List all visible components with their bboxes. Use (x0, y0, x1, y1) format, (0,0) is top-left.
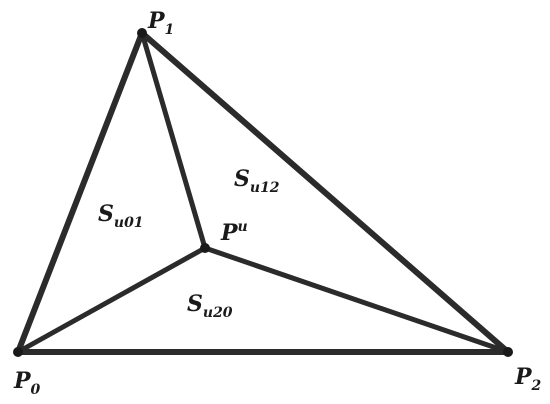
vertex-p1 (137, 28, 147, 38)
label-p2: P2 (514, 364, 542, 394)
label-s-u12: Su12 (234, 166, 280, 196)
label-p0: P0 (13, 368, 41, 398)
edge-pu-p2 (202, 245, 511, 355)
label-s-u20: Su20 (187, 291, 233, 321)
label-pu: Pu (220, 219, 248, 246)
vertex-pu (200, 243, 210, 253)
edge-p1-pu (139, 30, 208, 251)
edge-p1-p2 (139, 30, 511, 355)
label-s-u01: Su01 (98, 201, 144, 231)
edge-p0-p1 (15, 30, 145, 355)
vertex-p0 (13, 347, 23, 357)
vertex-p2 (503, 347, 513, 357)
edge-p0-pu (15, 245, 208, 355)
label-p1: P1 (147, 8, 174, 38)
